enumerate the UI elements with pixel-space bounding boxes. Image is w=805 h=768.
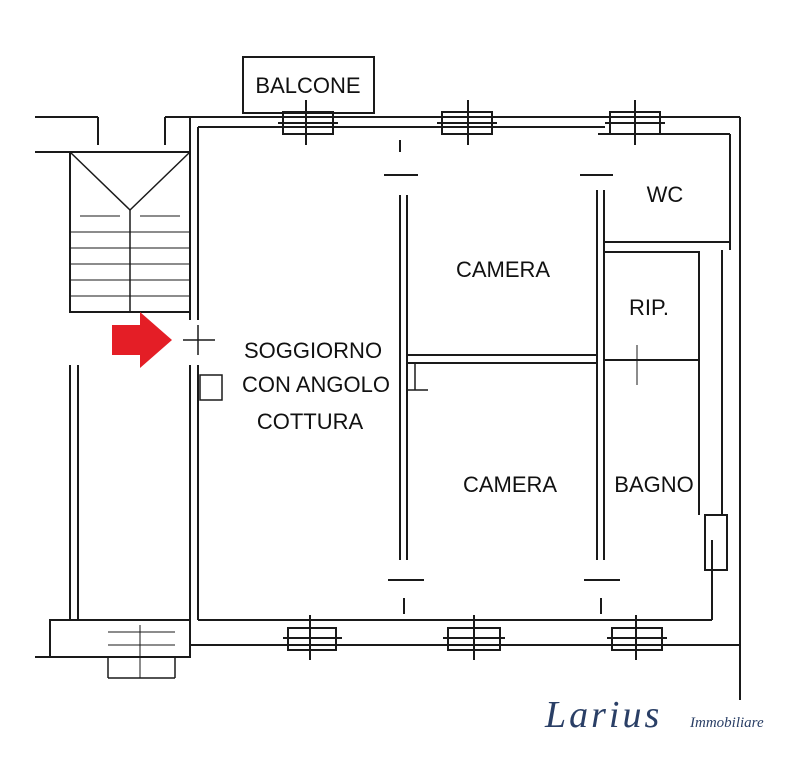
stairwell (35, 116, 215, 679)
logo-name: Larius (544, 694, 662, 736)
windows (278, 100, 667, 660)
wc-label: WC (647, 182, 684, 207)
logo-tagline: Immobiliare (689, 715, 764, 731)
interior-walls (199, 140, 730, 614)
balcony-label: BALCONE (255, 73, 360, 98)
bathroom-label: BAGNO (614, 472, 693, 497)
entrance-arrow-icon (112, 312, 172, 368)
living-label-line1: SOGGIORNO (244, 338, 382, 363)
outer-walls (189, 116, 741, 700)
bedroom-bottom-label: CAMERA (463, 472, 557, 497)
living-label-line3: COTTURA (257, 409, 364, 434)
storage-label: RIP. (629, 295, 669, 320)
bedroom-top-label: CAMERA (456, 257, 550, 282)
living-label-line2: CON ANGOLO (242, 372, 390, 397)
